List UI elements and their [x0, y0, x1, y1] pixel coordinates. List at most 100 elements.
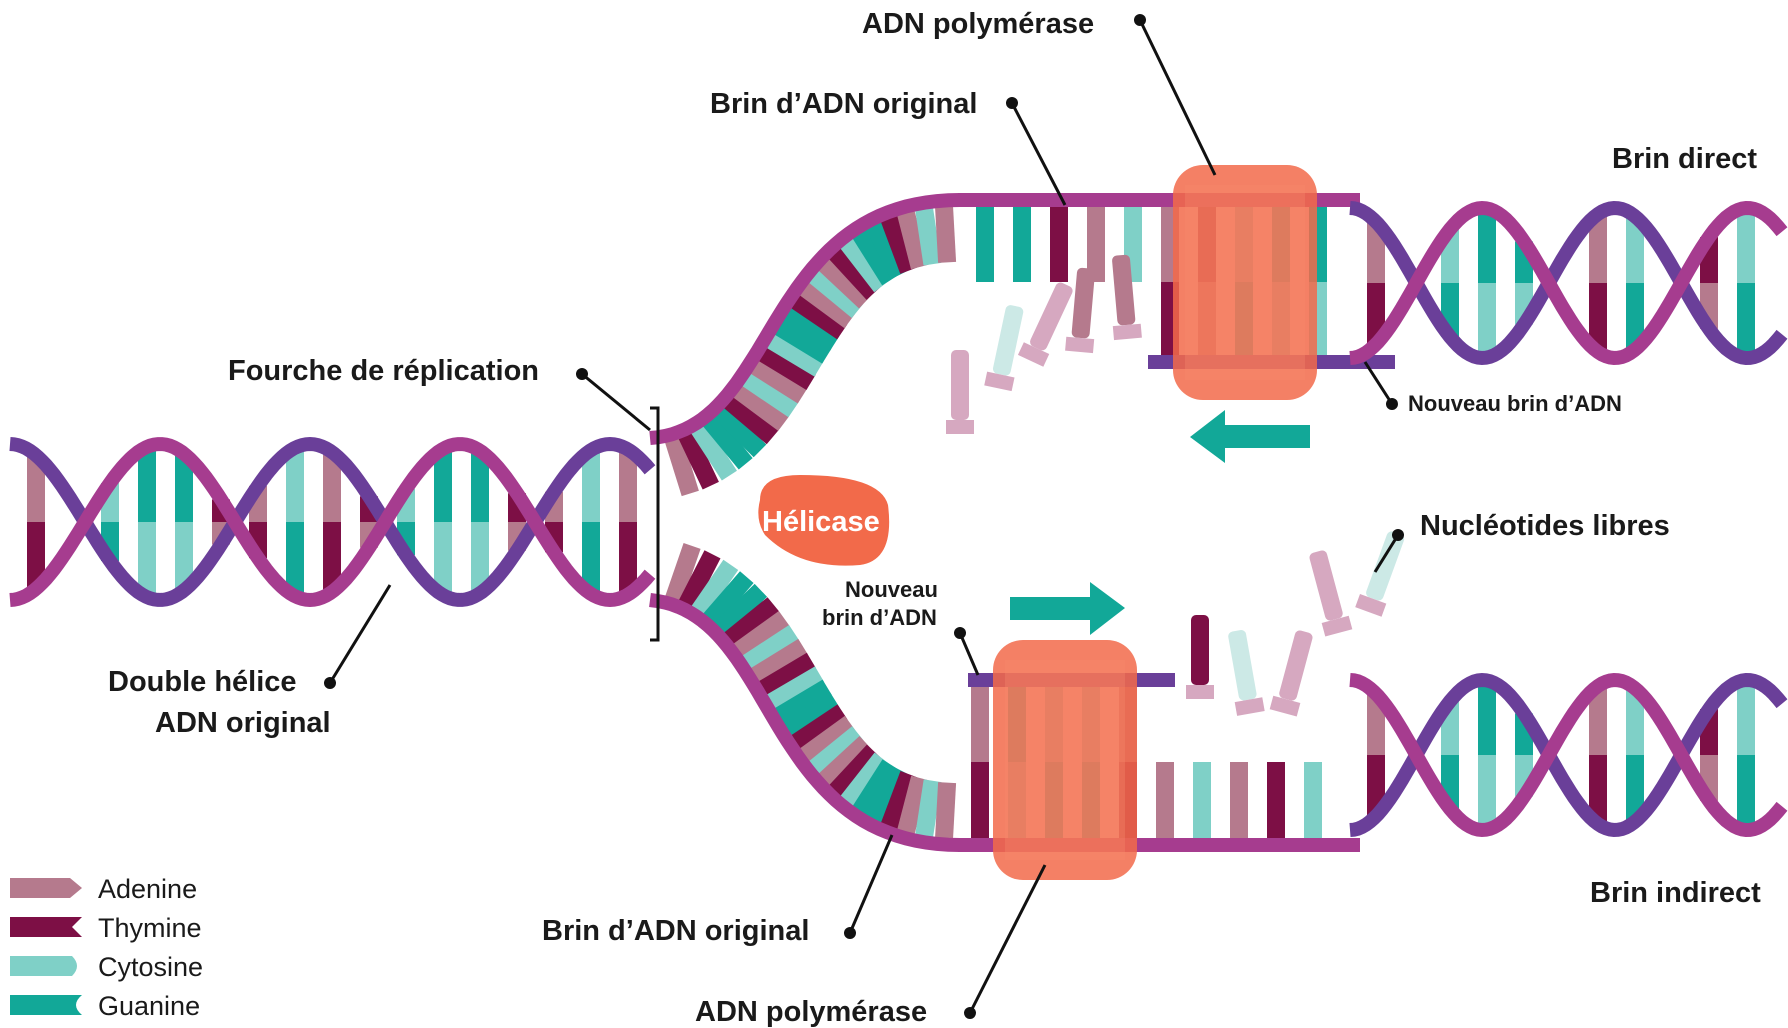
leader-dot: [1006, 97, 1018, 109]
base-adenine: [794, 715, 856, 767]
base-cytosine: [1626, 688, 1644, 755]
base-cytosine: [1737, 208, 1755, 283]
free-nucleotide: [1355, 531, 1405, 617]
leader-line: [958, 632, 980, 676]
free-nucleotide: [1186, 615, 1214, 699]
free-nucleotide: [1309, 550, 1353, 637]
base-cytosine: [471, 522, 489, 594]
nucleotide-base: [1112, 254, 1136, 326]
polymerase-bottom: [993, 640, 1137, 880]
base-guanine: [1626, 283, 1644, 350]
base-cytosine: [836, 752, 889, 813]
leader-dot: [324, 677, 336, 689]
nucleotide-base: [1030, 282, 1073, 351]
base-guanine: [1478, 680, 1496, 755]
legend-label: Cytosine: [98, 952, 203, 982]
legend-item-thymine: Thymine: [10, 913, 202, 943]
base-adenine: [728, 610, 790, 662]
fork-bracket: [650, 406, 660, 642]
leader-dot: [1392, 529, 1404, 541]
label-new-strand-bottom-1: Nouveau: [845, 577, 938, 602]
direction-arrows: [1010, 410, 1310, 635]
free-nucleotide: [1112, 254, 1142, 341]
base-thymine: [824, 744, 881, 803]
base-guanine: [582, 522, 600, 594]
base-cytosine: [737, 367, 799, 418]
nucleotide-base: [951, 350, 969, 420]
base-cytosine: [138, 522, 156, 598]
nucleotide-base: [1279, 630, 1313, 701]
legend-item-cytosine: Cytosine: [10, 952, 203, 982]
base-guanine: [709, 400, 767, 458]
polymerase-body: [993, 640, 1137, 880]
base-cytosine: [434, 522, 452, 596]
nucleotide-base: [1228, 629, 1257, 701]
base-guanine: [1626, 755, 1644, 822]
base-thymine: [1267, 762, 1285, 838]
base-guanine: [138, 446, 156, 522]
base-adenine: [745, 638, 808, 687]
label-original-strand-bottom: Brin d’ADN original: [542, 915, 809, 947]
base-thymine: [878, 209, 918, 274]
base-cytosine: [1626, 216, 1644, 283]
base-cytosine: [761, 666, 825, 714]
top-arm-backbone: [649, 193, 961, 445]
base-guanine: [1737, 283, 1755, 358]
base-guanine: [976, 207, 994, 282]
base-adenine: [663, 431, 699, 497]
right-top-backbone-b: [1349, 200, 1788, 366]
base-cytosine: [582, 450, 600, 522]
nucleotide-phosphate: [946, 420, 974, 434]
base-cytosine: [1478, 283, 1496, 358]
leader-line: [1138, 19, 1217, 176]
base-guanine: [849, 223, 898, 286]
label-lagging-strand: Brin indirect: [1590, 877, 1761, 909]
leader-dot: [954, 627, 966, 639]
base-thymine: [824, 242, 880, 300]
base-guanine: [777, 692, 840, 741]
base-adenine: [728, 379, 789, 431]
nucleotide-phosphate: [1186, 685, 1214, 699]
label-new-strand-top: Nouveau brin d’ADN: [1408, 391, 1622, 416]
base-cytosine: [688, 559, 739, 622]
base-adenine: [895, 204, 929, 270]
label-replication-fork: Fourche de réplication: [228, 355, 539, 387]
legend-swatch-adenine: [10, 878, 82, 898]
base-adenine: [1087, 207, 1105, 282]
base-adenine: [895, 775, 929, 841]
free-nucleotide: [1228, 629, 1265, 716]
base-guanine: [769, 679, 832, 727]
base-guanine: [709, 583, 768, 640]
free-nucleotide: [1269, 630, 1313, 717]
right-bottom-backbone-b: [1349, 672, 1788, 838]
right-bottom-backbone-a: [1349, 672, 1788, 838]
legend: Adenine Thymine Cytosine Guanine: [10, 874, 203, 1021]
original-double-helix: [9, 436, 656, 608]
base-cytosine: [688, 418, 737, 481]
label-leading-strand: Brin direct: [1612, 143, 1757, 175]
base-guanine: [1737, 755, 1755, 830]
polymerase-highlight: [1185, 185, 1305, 380]
base-cytosine: [1304, 762, 1322, 838]
base-cytosine: [1193, 762, 1211, 838]
leader-dot: [1386, 398, 1398, 410]
base-thymine: [878, 771, 918, 836]
base-cytosine: [1737, 680, 1755, 755]
nucleotide-base: [1309, 550, 1343, 621]
base-adenine: [663, 542, 701, 608]
label-polymerase-bottom: ADN polymérase: [695, 996, 927, 1028]
legend-swatch-guanine: [10, 995, 82, 1015]
nucleotide-base: [1191, 615, 1209, 685]
legend-label: Adenine: [98, 874, 197, 904]
base-cytosine: [1478, 755, 1496, 830]
base-cytosine: [737, 624, 799, 675]
base-thymine: [27, 522, 45, 589]
base-cytosine: [914, 201, 942, 266]
leading-strand-helix: [1349, 200, 1788, 366]
base-thymine: [753, 342, 816, 390]
leader-dot: [844, 927, 856, 939]
lagging-strand-helix: [1349, 672, 1788, 838]
base-adenine: [1589, 686, 1607, 755]
polymerase-highlight: [1005, 660, 1125, 860]
